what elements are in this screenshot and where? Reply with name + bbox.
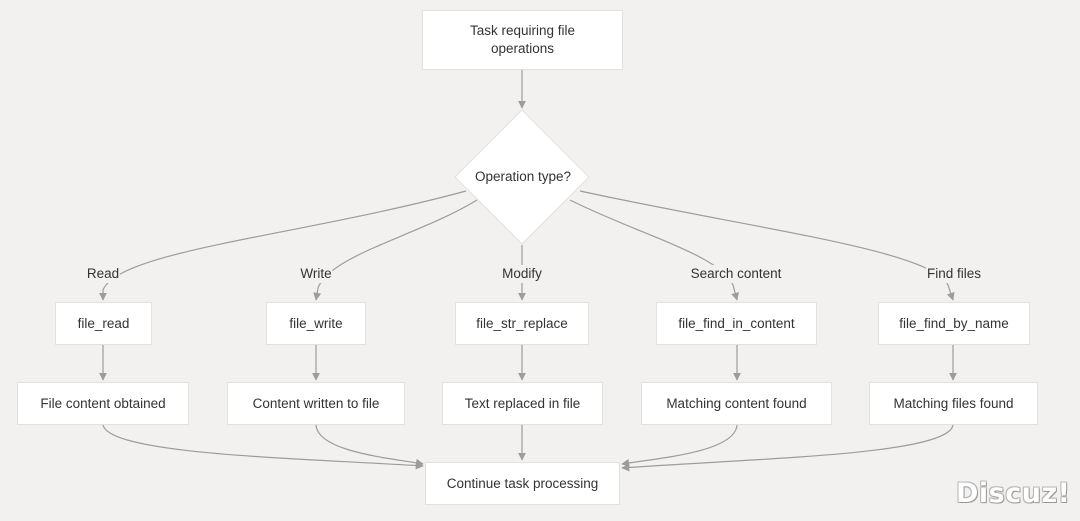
edge-result5-end bbox=[621, 424, 954, 472]
tool-node-label: file_read bbox=[77, 315, 130, 331]
tool-node-file-find-by-name: file_find_by_name bbox=[878, 302, 1030, 345]
edge-label-read: Read bbox=[85, 265, 121, 283]
tool-node-file-find-in-content: file_find_in_content bbox=[656, 302, 817, 345]
result-node-content-written: Content written to file bbox=[227, 382, 405, 425]
edge-decision-search bbox=[569, 199, 740, 301]
end-node: Continue task processing bbox=[425, 462, 620, 505]
tool-node-file-str-replace: file_str_replace bbox=[455, 302, 589, 345]
edge-result2-end bbox=[315, 424, 424, 467]
tool-node-label: file_find_by_name bbox=[899, 315, 1009, 331]
end-node-label: Continue task processing bbox=[446, 475, 599, 491]
edge-decision-write bbox=[313, 199, 478, 301]
result-node-text-replaced: Text replaced in file bbox=[442, 382, 603, 425]
result-node-matching-content: Matching content found bbox=[641, 382, 832, 425]
tool-node-label: file_find_in_content bbox=[678, 315, 795, 331]
start-node-label: Task requiring file operations bbox=[469, 23, 576, 56]
edge-label-write: Write bbox=[299, 265, 333, 283]
result-node-label: Matching files found bbox=[893, 395, 1014, 411]
result-node-label: File content obtained bbox=[40, 395, 166, 411]
result-node-file-content: File content obtained bbox=[17, 382, 189, 425]
result-node-label: Text replaced in file bbox=[464, 395, 581, 411]
edge-label-find-files: Find files bbox=[925, 265, 983, 283]
edge-result1-end bbox=[102, 424, 424, 470]
edge-label-modify: Modify bbox=[501, 265, 543, 283]
tool-node-label: file_write bbox=[289, 315, 343, 331]
result-node-matching-files: Matching files found bbox=[869, 382, 1038, 425]
edge-label-search-content: Search content bbox=[689, 265, 783, 283]
tool-node-file-write: file_write bbox=[266, 302, 366, 345]
decision-label: Operation type? bbox=[474, 169, 572, 184]
result-node-label: Content written to file bbox=[252, 395, 380, 411]
tool-node-file-read: file_read bbox=[55, 302, 152, 345]
edge-result4-end bbox=[621, 424, 738, 467]
edge-decision-read bbox=[99, 190, 467, 301]
result-node-label: Matching content found bbox=[666, 395, 807, 411]
edge-decision-find bbox=[579, 190, 955, 301]
tool-node-label: file_str_replace bbox=[476, 315, 568, 331]
start-node: Task requiring file operations bbox=[422, 10, 623, 70]
watermark-logo: Discuz! bbox=[956, 478, 1071, 509]
decision-diamond bbox=[454, 109, 590, 245]
